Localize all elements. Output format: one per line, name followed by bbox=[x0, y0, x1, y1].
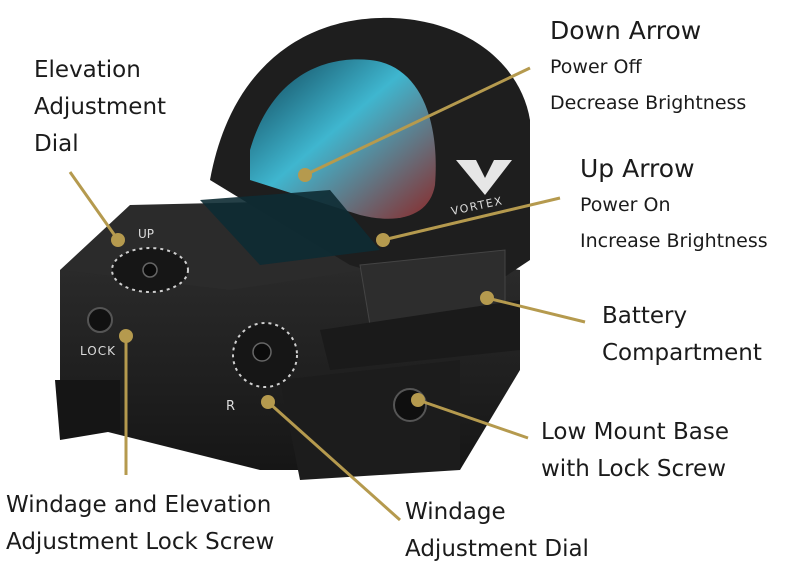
up-arrow-line1: Power On bbox=[580, 194, 671, 216]
mount-base-line2: with Lock Screw bbox=[541, 456, 727, 482]
up-arrow-line2: Increase Brightness bbox=[580, 230, 768, 252]
lock-screw-line2: Adjustment Lock Screw bbox=[6, 529, 275, 555]
elevation-dial-line1: Elevation bbox=[34, 57, 141, 83]
callout-mount-base: Low Mount Base with Lock Screw bbox=[541, 414, 729, 488]
leader-elevation-dial bbox=[68, 171, 120, 241]
leader-down-arrow bbox=[304, 66, 531, 177]
down-arrow-line2: Decrease Brightness bbox=[550, 92, 747, 114]
leader-dot-windage-dial bbox=[261, 395, 275, 409]
windage-dial-line2: Adjustment Dial bbox=[405, 536, 589, 562]
sight-body bbox=[55, 17, 530, 480]
leader-dot-battery bbox=[480, 291, 494, 305]
battery-line1: Battery bbox=[602, 303, 688, 329]
callout-battery: Battery Compartment bbox=[602, 298, 762, 372]
leader-lines bbox=[68, 66, 586, 522]
mount-base-line1: Low Mount Base bbox=[541, 419, 730, 445]
battery-line2: Compartment bbox=[602, 340, 762, 366]
leader-dot-elevation-dial bbox=[111, 233, 125, 247]
leader-windage-dial bbox=[267, 400, 401, 522]
callout-up-arrow: Up Arrow Power On Increase Brightness bbox=[580, 150, 768, 259]
windage-dial-line1: Windage bbox=[405, 499, 506, 525]
leader-dot-lock-screw bbox=[119, 329, 133, 343]
leader-dot-mount-base bbox=[411, 393, 425, 407]
elevation-dial-line2: Adjustment bbox=[34, 94, 167, 120]
leader-up-arrow bbox=[382, 196, 561, 242]
leader-dot-up-arrow bbox=[376, 233, 390, 247]
leader-dot-down-arrow bbox=[298, 168, 312, 182]
callout-windage-dial: Windage Adjustment Dial bbox=[405, 494, 589, 568]
down-arrow-title: Down Arrow bbox=[550, 16, 702, 45]
callout-lock-screw: Windage and Elevation Adjustment Lock Sc… bbox=[6, 487, 274, 561]
right-engraving: R bbox=[226, 399, 235, 414]
leader-mount-base bbox=[417, 398, 529, 440]
callout-down-arrow: Down Arrow Power Off Decrease Brightness bbox=[550, 12, 746, 121]
up-engraving: UP bbox=[138, 227, 154, 241]
lock-screw-line1: Windage and Elevation bbox=[6, 492, 272, 518]
lock-engraving: LOCK bbox=[80, 344, 116, 358]
up-arrow-title: Up Arrow bbox=[580, 154, 695, 183]
leader-battery bbox=[486, 296, 586, 324]
elevation-dial-line3: Dial bbox=[34, 131, 79, 157]
down-arrow-line1: Power Off bbox=[550, 56, 642, 78]
callout-elevation-dial: Elevation Adjustment Dial bbox=[34, 52, 166, 163]
